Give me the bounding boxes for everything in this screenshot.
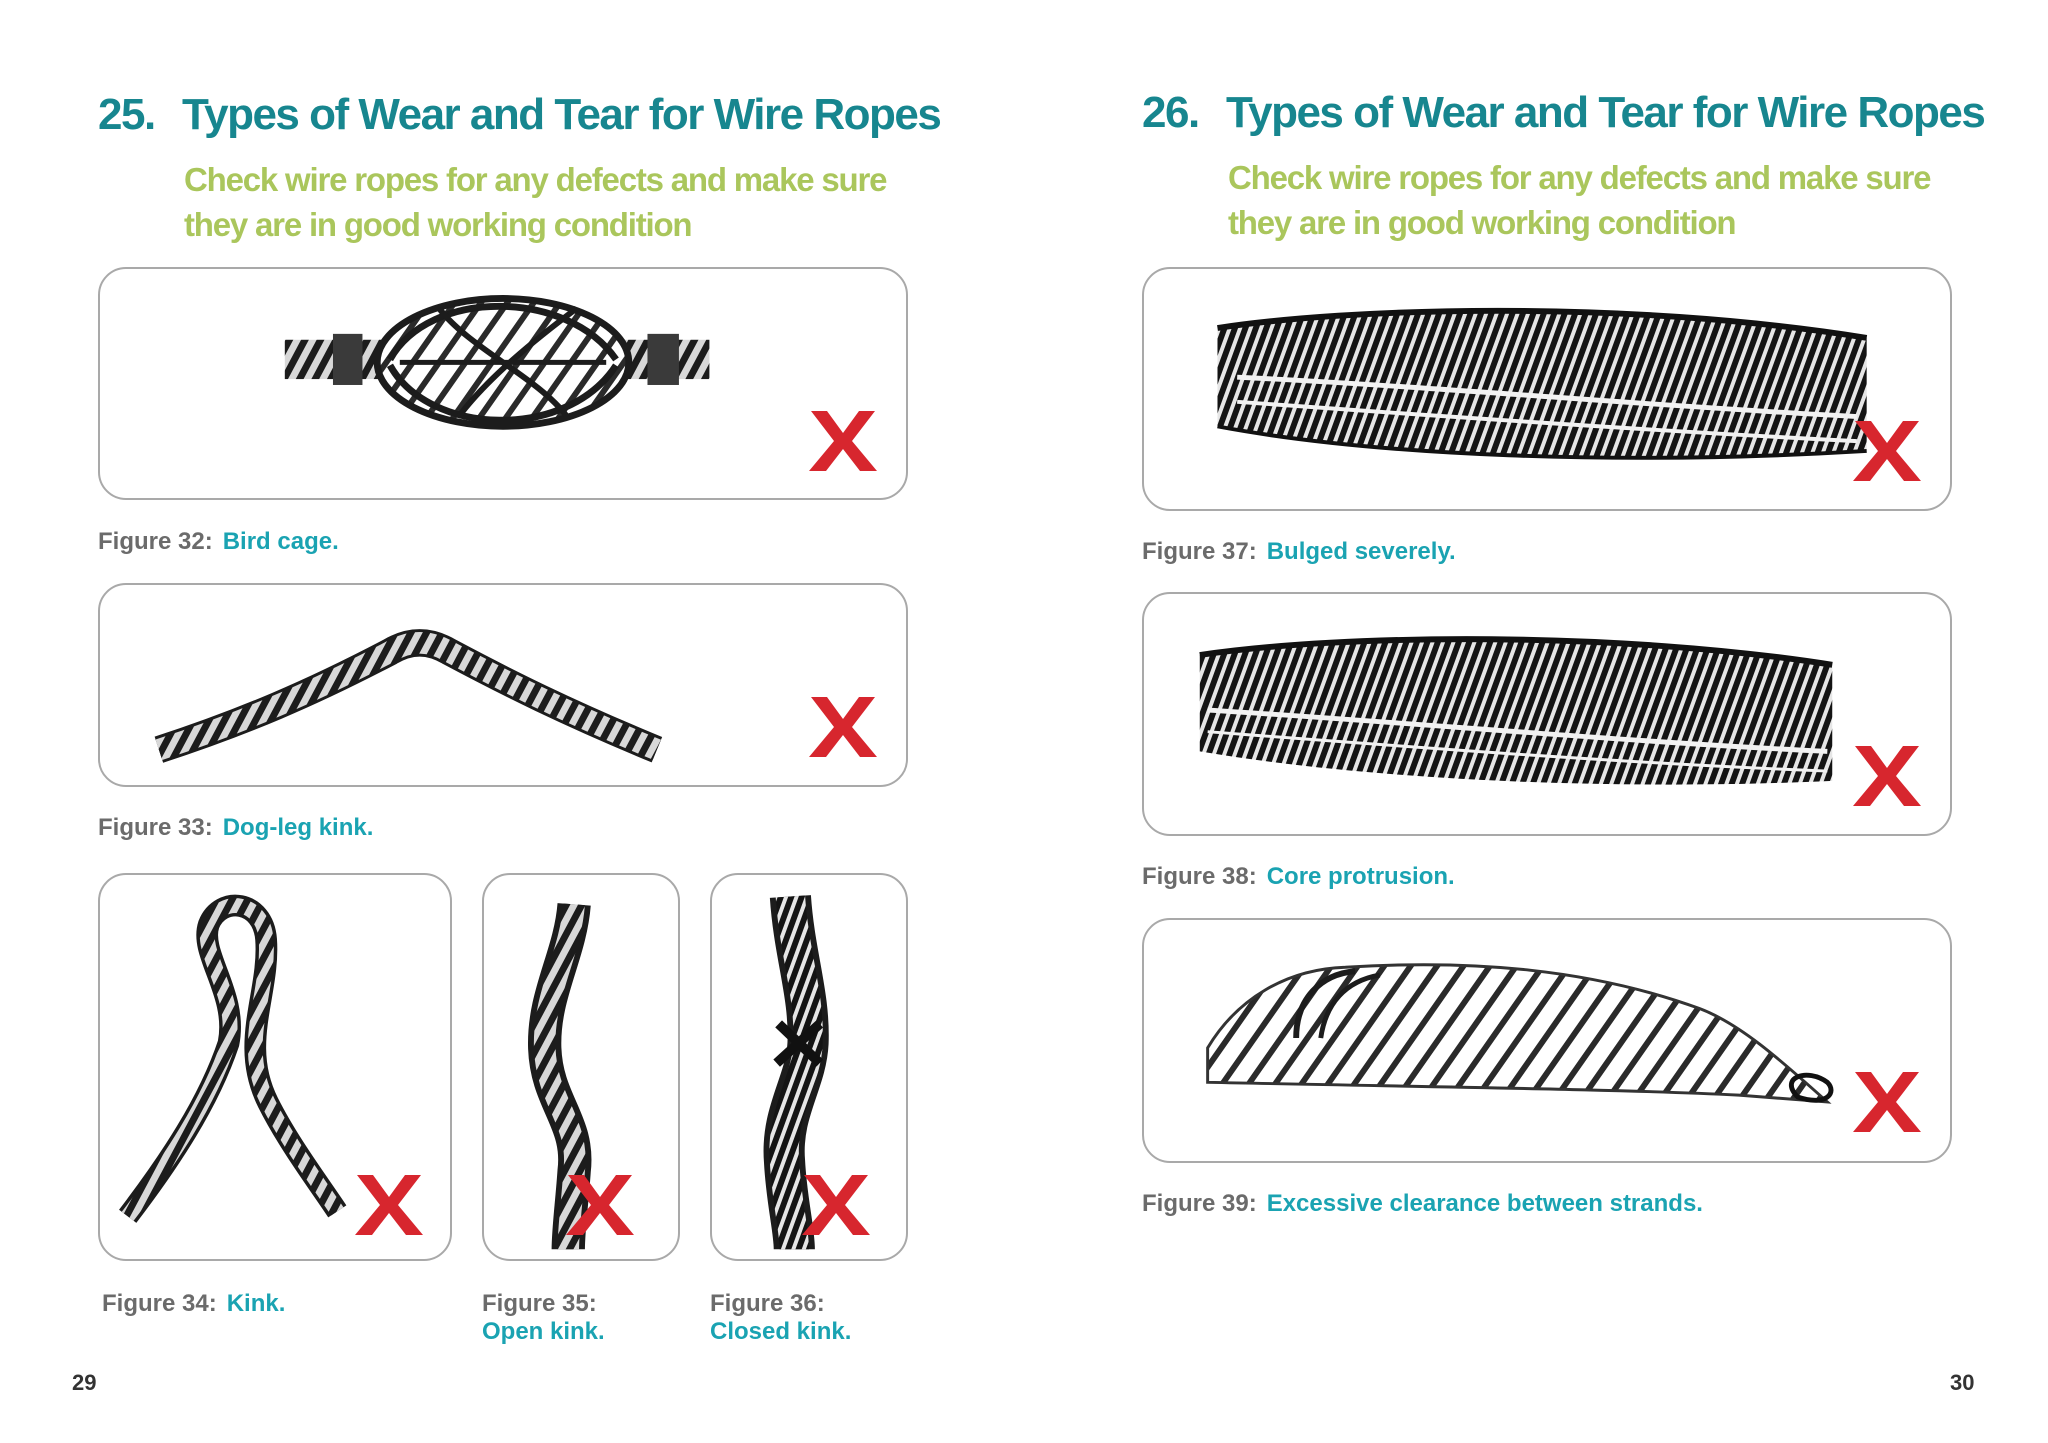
heading-number: 26.: [1142, 88, 1200, 137]
figure-35-frame: [482, 873, 680, 1261]
figure-label: Figure 33:: [98, 814, 213, 841]
kink-illustration: [119, 894, 347, 1223]
figure-description: Open kink.: [482, 1318, 605, 1345]
figure-32-caption: Figure 32: Bird cage.: [98, 528, 339, 556]
figure-35-caption: Figure 35:Open kink.: [482, 1290, 605, 1346]
figure-38-frame: [1142, 592, 1952, 836]
figure-description: Excessive clearance between strands.: [1266, 1190, 1703, 1217]
page-heading: 25. Types of Wear and Tear for Wire Ropes: [98, 90, 942, 140]
subheading-line-2: they are in good working condition: [1228, 204, 1737, 241]
open-kink-illustration: [528, 902, 592, 1250]
figure-36-frame: [710, 873, 908, 1261]
figure-33-frame: [98, 583, 908, 787]
subheading-line-1: Check wire ropes for any defects and mak…: [184, 161, 887, 198]
red-x-icon: [800, 1171, 872, 1239]
figure-description: Bird cage.: [222, 528, 339, 555]
figure-39-caption: Figure 39: Excessive clearance between st…: [1142, 1190, 1703, 1218]
core-protrusion-illustration: [1199, 636, 1833, 785]
figure-label: Figure 35:: [482, 1290, 597, 1317]
figure-37-frame: [1142, 267, 1952, 511]
page-number: 29: [72, 1370, 97, 1395]
figure-36-caption: Figure 36:Closed kink.: [710, 1290, 851, 1346]
figure-label: Figure 38:: [1142, 863, 1257, 890]
figure-description: Closed kink.: [710, 1318, 852, 1345]
page-heading: 26. Types of Wear and Tear for Wire Ropes: [1142, 88, 1986, 138]
page-30: 26. Types of Wear and Tear for Wire Ropes…: [1024, 0, 2048, 1443]
red-x-icon: [807, 693, 879, 761]
heading-title: Types of Wear and Tear for Wire Ropes: [1226, 88, 1986, 137]
red-x-icon: [564, 1171, 636, 1239]
figure-description: Bulged severely.: [1266, 538, 1456, 565]
figure-description: Kink.: [226, 1290, 286, 1317]
figure-32-frame: [98, 267, 908, 500]
page-29: 25. Types of Wear and Tear for Wire Ropes…: [72, 90, 942, 1395]
figure-label: Figure 34:: [102, 1290, 217, 1317]
figure-description: Core protrusion.: [1266, 863, 1455, 890]
figure-37-caption: Figure 37: Bulged severely.: [1142, 538, 1456, 566]
red-x-icon: [1851, 417, 1923, 485]
figure-34-caption: Figure 34: Kink.: [102, 1290, 285, 1318]
figure-label: Figure 39:: [1142, 1190, 1257, 1217]
figure-33-caption: Figure 33: Dog-leg kink.: [98, 814, 373, 842]
red-x-icon: [1851, 742, 1923, 810]
subheading-line-2: they are in good working condition: [184, 206, 693, 243]
figure-34-frame: [98, 873, 452, 1261]
page-number: 30: [1950, 1370, 1975, 1395]
figure-label: Figure 37:: [1142, 538, 1257, 565]
page-subheading: Check wire ropes for any defects and mak…: [184, 157, 887, 247]
closed-kink-illustration: [763, 894, 829, 1250]
figure-description: Dog-leg kink.: [222, 814, 374, 841]
bulged-severely-illustration: [1217, 307, 1868, 460]
figure-38-caption: Figure 38: Core protrusion.: [1142, 863, 1455, 891]
page-subheading: Check wire ropes for any defects and mak…: [1228, 155, 1931, 245]
heading-number: 25.: [98, 90, 156, 139]
excessive-clearance-illustration: [1206, 963, 1834, 1104]
figure-39-frame: [1142, 918, 1952, 1163]
heading-title: Types of Wear and Tear for Wire Ropes: [182, 90, 942, 139]
red-x-icon: [353, 1171, 425, 1239]
red-x-icon: [807, 407, 879, 475]
subheading-line-1: Check wire ropes for any defects and mak…: [1228, 159, 1931, 196]
figure-label: Figure 36:: [710, 1290, 825, 1317]
red-x-icon: [1851, 1068, 1923, 1136]
dog-leg-kink-illustration: [154, 629, 663, 763]
figure-label: Figure 32:: [98, 528, 213, 555]
bird-cage-illustration: [284, 295, 710, 430]
